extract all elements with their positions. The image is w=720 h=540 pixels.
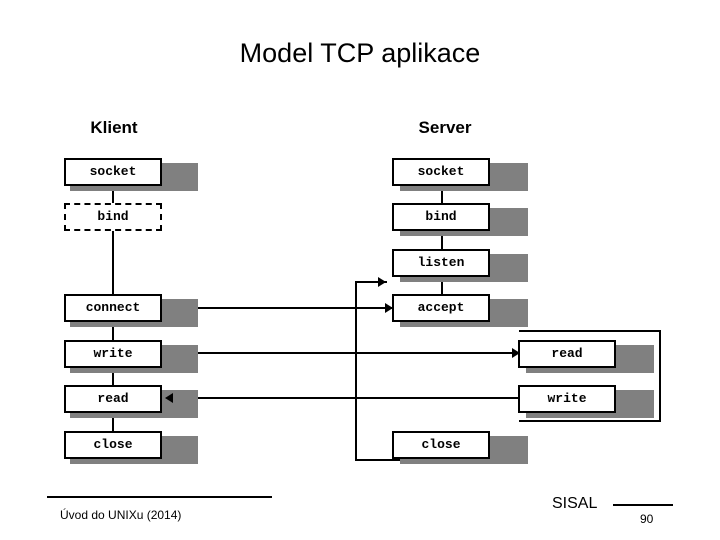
call-box-client-socket[interactable]: socket xyxy=(64,158,162,186)
connector-server-bind-listen xyxy=(441,230,443,250)
page-number: 90 xyxy=(640,512,654,526)
arrowhead-connect-to-accept xyxy=(385,303,393,313)
column-heading-client: Klient xyxy=(90,118,138,137)
page-title: Model TCP aplikace xyxy=(239,38,481,68)
call-box-client-connect[interactable]: connect xyxy=(64,294,162,322)
footer-brand-rule xyxy=(613,504,673,506)
call-box-server-listen[interactable]: listen xyxy=(392,249,490,277)
connector-write-to-read xyxy=(165,352,520,354)
connector-server-write-bottom xyxy=(519,420,661,422)
connector-server-accept-loop-top xyxy=(355,281,387,283)
connector-client-write-read xyxy=(112,367,114,387)
arrowhead-serverwrite-to-clientread xyxy=(165,393,173,403)
footer-brand: SISAL xyxy=(552,495,598,512)
connector-server-read-write-right xyxy=(659,330,661,422)
footer-divider xyxy=(47,496,272,498)
call-box-server-bind[interactable]: bind xyxy=(392,203,490,231)
call-box-server-close[interactable]: close xyxy=(392,431,490,459)
footer-course-label: Úvod do UNIXu (2014) xyxy=(60,508,182,522)
connector-client-connect-write xyxy=(112,321,114,341)
call-box-server-write[interactable]: write xyxy=(518,385,616,413)
call-box-server-accept[interactable]: accept xyxy=(392,294,490,322)
arrowhead-write-to-read xyxy=(512,348,520,358)
connector-server-socket-bind xyxy=(441,185,443,205)
call-box-server-read[interactable]: read xyxy=(518,340,616,368)
call-box-client-read[interactable]: read xyxy=(64,385,162,413)
column-heading-server: Server xyxy=(418,118,472,137)
connector-connect-to-accept xyxy=(165,307,393,309)
arrowhead-listen-to-accept xyxy=(378,277,386,287)
call-box-server-socket[interactable]: socket xyxy=(392,158,490,186)
call-box-client-write[interactable]: write xyxy=(64,340,162,368)
connector-server-listen-accept xyxy=(441,276,443,296)
call-box-client-close[interactable]: close xyxy=(64,431,162,459)
connector-server-accept-loop-vertical xyxy=(355,281,357,461)
connector-server-accept-loop-bottom xyxy=(355,459,443,461)
connector-client-bind-connect xyxy=(112,230,114,295)
connector-client-socket-bind xyxy=(112,185,114,205)
connector-accept-to-read-top xyxy=(519,330,661,332)
connector-client-read-close xyxy=(112,412,114,432)
call-box-client-bind[interactable]: bind xyxy=(64,203,162,231)
connector-serverwrite-to-clientread xyxy=(165,397,520,399)
